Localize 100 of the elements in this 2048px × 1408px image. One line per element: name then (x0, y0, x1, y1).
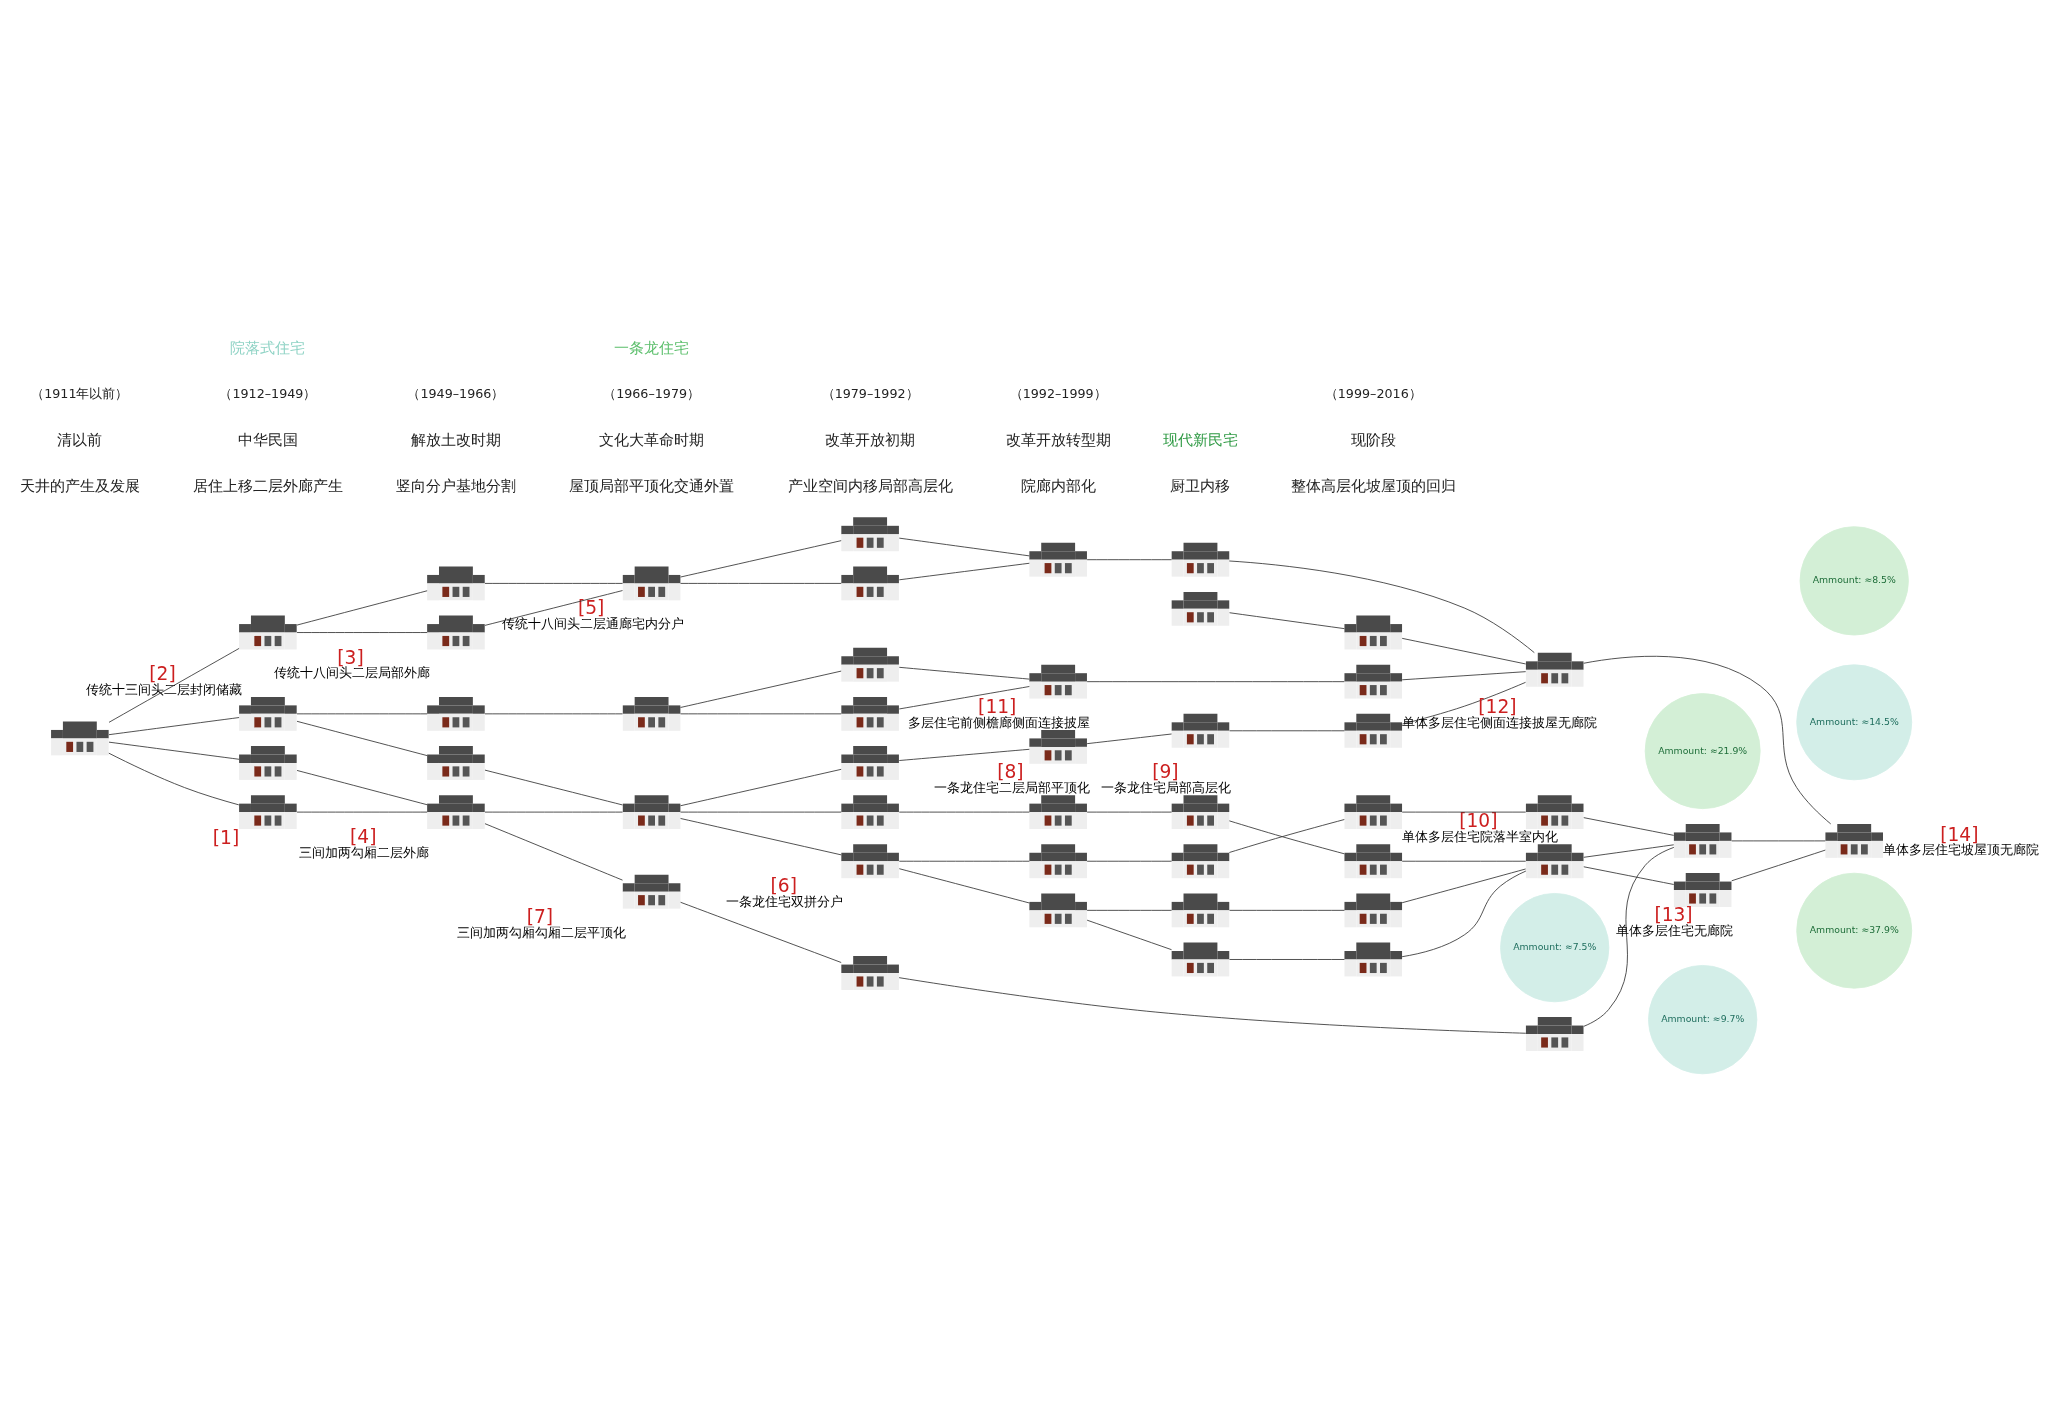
node-circle: Ammount: ≈7.5% (1500, 893, 1610, 1003)
label: 整体高层化坡屋顶的回归 (1290, 476, 1456, 495)
label: （1911年以前） (31, 386, 129, 402)
connector (484, 713, 623, 715)
node-label: [1] (212, 826, 240, 848)
connector (484, 823, 623, 881)
node-label: [4] (350, 826, 377, 848)
connector (1583, 844, 1675, 858)
label: 文化大革命时期 (599, 430, 705, 448)
connector (1086, 860, 1172, 862)
connector (1401, 811, 1527, 813)
connector (1228, 560, 1535, 654)
node-circle: Ammount: ≈37.9% (1796, 872, 1913, 989)
connector (1401, 870, 1527, 958)
node-label: 三间加两勾厢勾厢二层平顶化 (456, 924, 626, 940)
label: 厨卫内移 (1170, 476, 1231, 495)
connector (1401, 860, 1527, 862)
connector (484, 583, 623, 584)
connector (680, 670, 842, 708)
connector (898, 860, 1030, 862)
connector (1086, 919, 1172, 951)
connector (680, 818, 842, 856)
connector (108, 648, 240, 723)
connector (1401, 681, 1526, 725)
connector (484, 769, 623, 806)
connector (1401, 671, 1527, 681)
connector (1086, 909, 1172, 911)
connector (898, 748, 1030, 761)
label: （1979–1992） (821, 386, 919, 402)
connector (1229, 909, 1345, 911)
node-label: 三间加两勾厢二层外廊 (299, 845, 430, 860)
connector (108, 717, 240, 736)
node-label: [2] (149, 662, 176, 684)
connector (898, 868, 1030, 904)
node-circle: Ammount: ≈9.7% (1648, 965, 1758, 1075)
connector (1583, 866, 1675, 885)
connector (1731, 849, 1826, 882)
connector (1086, 733, 1172, 745)
connector (1086, 559, 1172, 561)
node-label: [5] (577, 597, 605, 619)
connector (1401, 637, 1527, 665)
connector (1731, 840, 1826, 842)
connector (680, 583, 842, 584)
label: （1999–2016） (1324, 386, 1422, 402)
connector (680, 768, 842, 807)
label: 中华民国 (237, 430, 298, 448)
connector (296, 713, 428, 715)
label: 清以前 (57, 430, 103, 448)
label: 院廊内部化 (1020, 476, 1096, 495)
connector (296, 632, 428, 633)
label: （1966–1979） (603, 386, 701, 402)
node-circle: Ammount: ≈14.5% (1796, 664, 1913, 781)
connector (898, 537, 1030, 557)
node-label: [3] (337, 646, 364, 668)
label: 现阶段 (1350, 430, 1396, 448)
connector (1583, 817, 1675, 836)
label: （1912–1949） (219, 386, 317, 402)
label: 天井的产生及发展 (19, 476, 140, 495)
connector (484, 590, 623, 626)
connector (898, 811, 1030, 813)
label: （1992–1999） (1009, 386, 1107, 402)
connector (898, 977, 1527, 1034)
connector (296, 720, 428, 757)
connector (108, 741, 240, 760)
label: 产业空间内移局部高层化 (787, 476, 953, 495)
label: 改革开放初期 (825, 430, 916, 448)
label: 一条龙住宅 (614, 339, 690, 358)
connector (296, 590, 428, 626)
connector (1086, 811, 1172, 813)
label: 解放土改时期 (410, 430, 501, 448)
label: 现代新民宅 (1162, 430, 1238, 449)
label: 院落式住宅 (230, 339, 306, 358)
node-label: [12] (1478, 695, 1517, 717)
connector (1583, 655, 1832, 825)
connector (898, 686, 1030, 710)
connector (680, 713, 842, 715)
connector (680, 901, 842, 963)
connector (296, 811, 428, 813)
label: 屋顶局部平顶化交通外置 (569, 476, 735, 495)
label: 改革开放转型期 (1005, 430, 1111, 448)
connector (680, 811, 842, 813)
node-label: 一条龙住宅双拼分户 (726, 894, 844, 910)
connector (484, 811, 623, 813)
node-circle: Ammount: ≈8.5% (1799, 526, 1909, 636)
node-label: [7] (526, 905, 554, 927)
connector (1229, 612, 1345, 630)
connector (1401, 868, 1527, 904)
label: 竖向分户基地分割 (395, 476, 516, 495)
connector (898, 666, 1030, 680)
connector (1086, 681, 1345, 683)
connector (1583, 846, 1675, 1027)
connector (296, 770, 428, 806)
connector (680, 540, 842, 578)
connector (108, 752, 240, 806)
node-label: 传统十八间头二层通廊宅内分户 (501, 616, 684, 632)
node-label: [8] (997, 760, 1024, 782)
label: 居住上移二层外廊产生 (192, 476, 343, 495)
connector (1229, 959, 1345, 960)
node-circle: Ammount: ≈21.9% (1644, 693, 1761, 810)
label: （1949–1966） (407, 386, 505, 402)
